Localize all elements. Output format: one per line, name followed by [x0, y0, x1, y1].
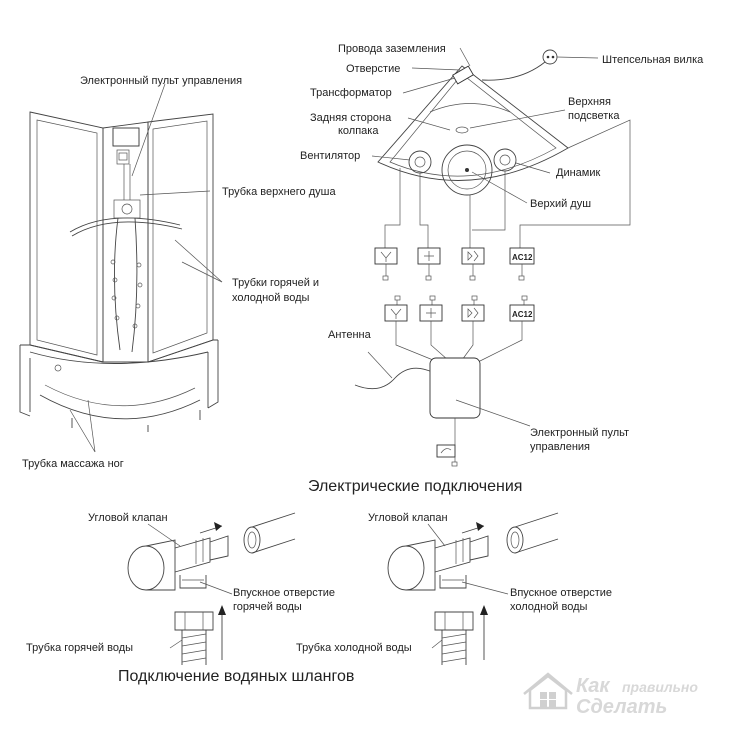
label-top-shower: Верхий душ — [530, 198, 591, 210]
top-light-icon — [455, 126, 469, 134]
electrical-leaders — [371, 47, 566, 204]
label-top-light-1: Верхняя — [568, 96, 611, 108]
label-cold-inlet-1: Впускное отверстие — [510, 587, 612, 599]
upper-wires — [384, 119, 631, 248]
electrical-title: Электрические подключения — [308, 478, 522, 495]
cold-tube-leader — [431, 639, 443, 649]
label-control-panel: Электронный пульт управления — [80, 75, 242, 87]
label-hot-inlet-1: Впускное отверстие — [233, 587, 335, 599]
label-hot-inlet-2: горячей воды — [233, 601, 302, 613]
hot-valve-leader — [147, 523, 181, 547]
ac12-upper-label: AC12 — [512, 253, 533, 262]
label-upper-shower-tube: Трубка верхнего душа — [222, 186, 336, 198]
remote-connector-icon — [436, 444, 456, 458]
watermark-line3: Сделать — [576, 696, 667, 718]
control-panel-icon — [112, 127, 140, 147]
cold-pipe — [506, 512, 559, 554]
cold-valve — [387, 522, 489, 591]
plug — [481, 49, 599, 81]
label-cold-tube: Трубка холодной воды — [296, 642, 412, 654]
cold-hose — [434, 605, 488, 665]
connector-speaker-icon — [461, 247, 485, 265]
label-hole: Отверстие — [346, 63, 400, 75]
label-ground-wires: Провода заземления — [338, 43, 446, 55]
rain-shower-icon — [441, 144, 493, 196]
cold-hose-nut-icon — [434, 611, 474, 631]
hot-hose-nut-icon — [174, 611, 214, 631]
hot-tube-leader — [169, 639, 183, 649]
ac12-lower-label: AC12 — [512, 310, 533, 319]
label-cold-valve: Угловой клапан — [368, 512, 448, 524]
label-antenna: Антенна — [328, 329, 372, 341]
hot-pipe-icon — [243, 526, 261, 554]
label-hot-tube: Трубка горячей воды — [26, 642, 133, 654]
shower-leaders — [69, 83, 223, 453]
hot-valve-knob-icon — [127, 545, 165, 591]
label-hot-cold-tubes-2: холодной воды — [232, 292, 309, 304]
connectors-upper: AC12 — [374, 247, 535, 281]
fan-icon — [408, 150, 432, 174]
label-hot-valve: Угловой клапан — [88, 512, 168, 524]
label-speaker: Динамик — [556, 167, 600, 179]
transformer-icon — [452, 65, 474, 85]
plug-icon — [542, 49, 558, 65]
cold-valve-knob-icon — [387, 545, 425, 591]
watermark-house-icon — [523, 672, 573, 710]
cold-inlet-leader — [461, 581, 509, 595]
label-transformer: Трансформатор — [310, 87, 392, 99]
hot-pipe — [243, 512, 296, 554]
label-hot-cold-tubes-1: Трубки горячей и — [232, 277, 319, 289]
label-back-side-1: Задняя сторона — [310, 112, 392, 124]
label-plug: Штепсельная вилка — [602, 54, 704, 66]
connector-speaker-lower-icon — [461, 304, 485, 322]
hot-hose — [174, 605, 226, 665]
hot-valve — [127, 522, 229, 591]
shower-cabin — [19, 111, 219, 432]
hot-inlet-leader — [199, 581, 233, 595]
connectors-lower: AC12 — [384, 295, 535, 322]
label-cold-inlet-2: холодной воды — [510, 601, 587, 613]
cold-valve-leader — [427, 523, 446, 547]
watermark-line2: правильно — [622, 679, 698, 695]
label-panel-1: Электронный пульт — [530, 427, 629, 439]
label-foot-massage: Трубка массажа ног — [22, 458, 124, 470]
cold-pipe-icon — [506, 526, 524, 554]
label-panel-2: управления — [530, 441, 590, 453]
control-box-icon — [429, 357, 481, 419]
canopy — [377, 65, 569, 196]
label-back-side-2: колпака — [338, 125, 379, 137]
label-fan: Вентилятор — [300, 150, 360, 162]
watermark: Как правильно Сделать — [523, 672, 698, 718]
label-top-light-2: подсветка — [568, 110, 620, 122]
water-title: Подключение водяных шлангов — [118, 668, 354, 685]
lower-wires — [354, 321, 523, 390]
watermark-line1: Как — [576, 675, 610, 697]
speaker-icon — [493, 148, 517, 172]
